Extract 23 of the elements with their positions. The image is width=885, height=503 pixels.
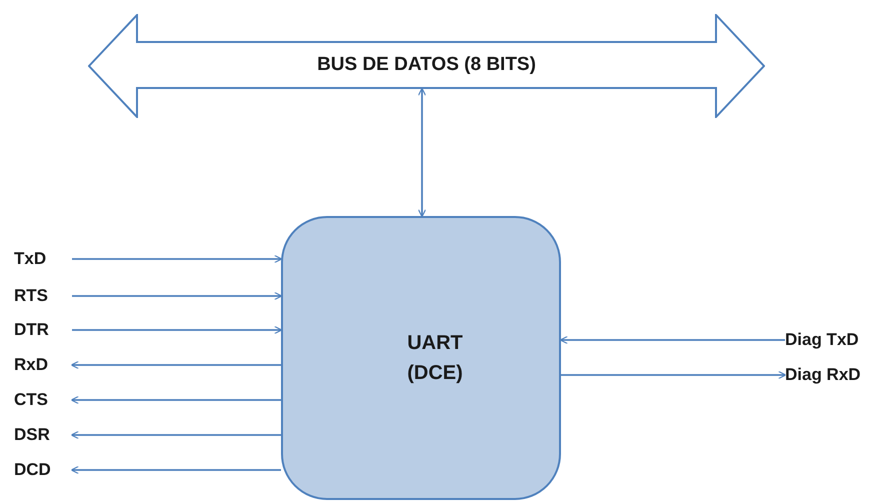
uart-block <box>281 216 561 500</box>
signal-label: DCD <box>14 460 51 479</box>
arrow <box>70 360 281 370</box>
signal-label: RxD <box>14 355 48 374</box>
arrow <box>70 396 281 404</box>
signal-label: RTS <box>14 286 48 305</box>
arrow <box>560 336 785 344</box>
signal-label: DTR <box>14 320 49 339</box>
signal-label: TxD <box>14 249 46 268</box>
arrow <box>72 326 282 334</box>
arrow <box>72 254 282 264</box>
signal-label: Diag TxD <box>785 330 859 349</box>
signal-label: CTS <box>14 390 48 409</box>
block-label: UART (DCE) <box>406 331 464 386</box>
arrow <box>70 430 281 440</box>
signal-label: DSR <box>14 425 50 444</box>
arrow <box>418 88 426 218</box>
signal-label: Diag RxD <box>785 365 861 384</box>
arrow <box>72 292 282 300</box>
arrow <box>70 466 281 474</box>
bus-label: BUS DE DATOS (8 BITS) <box>317 54 536 76</box>
arrow <box>561 370 786 380</box>
double-arrow-bus <box>88 14 765 118</box>
